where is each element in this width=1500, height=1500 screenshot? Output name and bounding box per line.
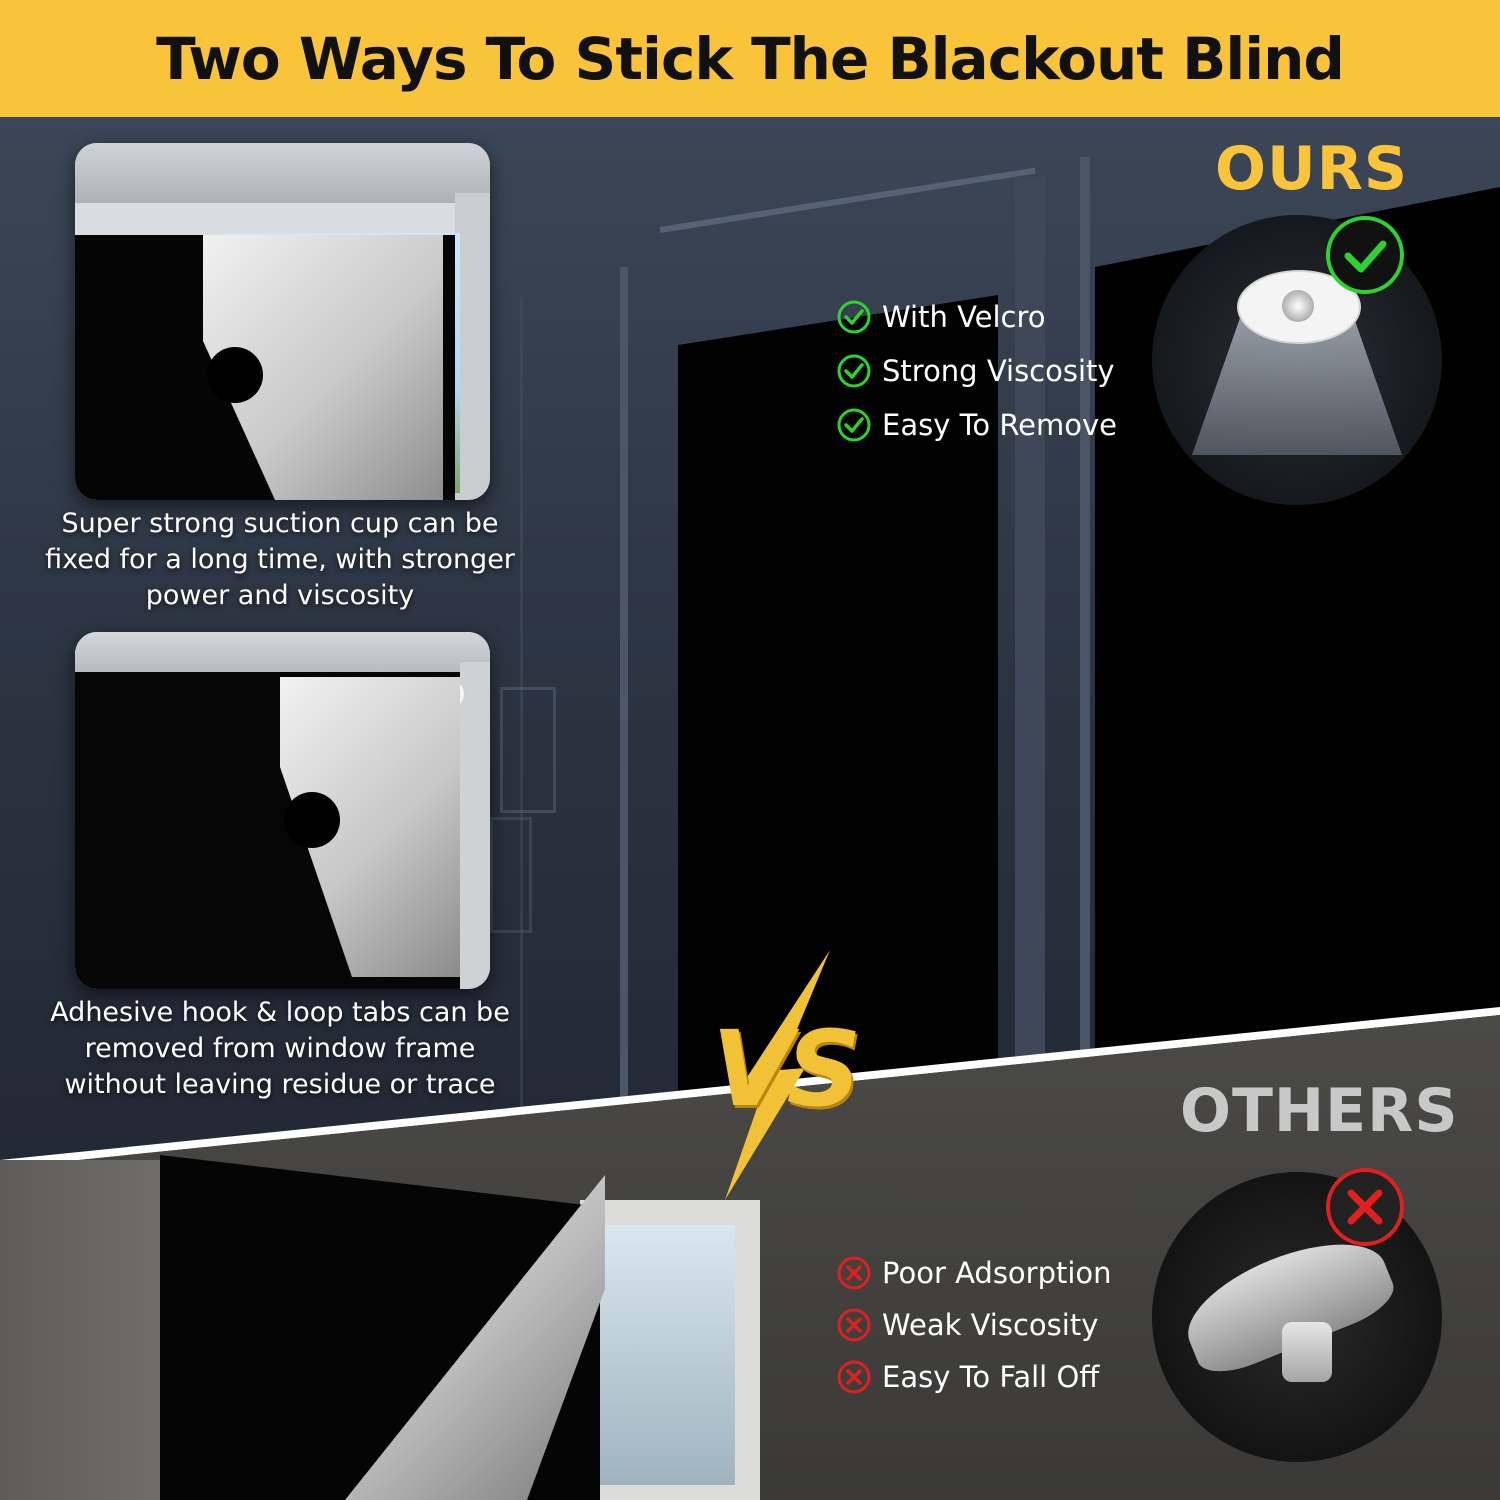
ours-feature-text: Strong Viscosity [882, 354, 1115, 388]
others-feature-item: Poor Adsorption [836, 1247, 1112, 1299]
check-circle-icon [1326, 216, 1404, 294]
check-circle-icon [836, 407, 872, 443]
others-feature-list: Poor Adsorption Weak Viscosity Easy To F… [836, 1247, 1112, 1403]
ours-feature-text: Easy To Remove [882, 408, 1118, 442]
ours-suction-cup-image [1152, 215, 1442, 505]
title-banner: Two Ways To Stick The Blackout Blind [0, 0, 1500, 117]
velcro-caption: Adhesive hook & loop tabs can be removed… [50, 997, 510, 1100]
others-blind-photo [0, 1130, 800, 1500]
check-circle-icon [836, 299, 872, 335]
others-feature-item: Weak Viscosity [836, 1299, 1112, 1351]
others-feature-text: Poor Adsorption [882, 1256, 1112, 1290]
others-feature-text: Easy To Fall Off [882, 1360, 1100, 1394]
others-feature-item: Easy To Fall Off [836, 1351, 1112, 1403]
blackout-window-left [678, 295, 998, 1195]
suction-cup-photo [75, 143, 490, 500]
x-circle-icon [836, 1359, 872, 1395]
vs-label: VS [712, 1008, 861, 1130]
ours-feature-item: Easy To Remove [836, 398, 1117, 452]
check-circle-icon [836, 353, 872, 389]
suction-cup-caption: Super strong suction cup can be fixed fo… [45, 508, 515, 611]
x-circle-icon [836, 1255, 872, 1291]
ours-feature-item: With Velcro [836, 290, 1117, 344]
others-label: OTHERS [1180, 1076, 1459, 1146]
ours-feature-text: With Velcro [882, 300, 1046, 334]
ours-feature-list: With Velcro Strong Viscosity Easy To Rem… [836, 290, 1117, 452]
ours-label: OURS [1215, 134, 1409, 204]
velcro-photo [75, 632, 490, 989]
others-feature-text: Weak Viscosity [882, 1308, 1099, 1342]
x-circle-icon [836, 1307, 872, 1343]
ours-feature-item: Strong Viscosity [836, 344, 1117, 398]
lightning-bolt-icon [710, 950, 840, 1200]
banner-title: Two Ways To Stick The Blackout Blind [156, 24, 1345, 93]
x-circle-icon [1326, 1168, 1404, 1246]
